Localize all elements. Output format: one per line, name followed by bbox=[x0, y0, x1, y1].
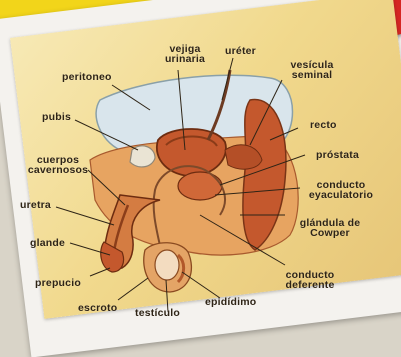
label-vas-deferens: conducto deferente bbox=[275, 270, 345, 290]
label-prostate: próstata bbox=[316, 150, 359, 160]
label-urethra: uretra bbox=[20, 200, 51, 210]
label-ejaculatory-duct: conducto eyaculatorio bbox=[305, 180, 377, 200]
label-rectum: recto bbox=[310, 120, 337, 130]
label-corpora-cavernosa: cuerpos cavernosos bbox=[24, 155, 92, 175]
testis bbox=[155, 250, 179, 280]
prostate bbox=[178, 172, 222, 200]
pubic-bone bbox=[130, 146, 155, 167]
label-prepuce: prepucio bbox=[35, 278, 81, 288]
label-scrotum: escroto bbox=[78, 303, 117, 313]
photo-scene: vejiga urinaria uréter vesícula seminal … bbox=[0, 0, 401, 339]
label-ureter: uréter bbox=[225, 46, 256, 56]
label-epididymis: epidídimo bbox=[205, 297, 256, 307]
label-bladder: vejiga urinaria bbox=[155, 44, 215, 64]
label-seminal-vesicle: vesícula seminal bbox=[282, 60, 342, 80]
label-cowper-gland: glándula de Cowper bbox=[295, 218, 365, 238]
label-testis: testículo bbox=[135, 308, 180, 318]
label-peritoneum: peritoneo bbox=[62, 72, 112, 82]
label-glans: glande bbox=[30, 238, 65, 248]
label-pubis: pubis bbox=[42, 112, 71, 122]
